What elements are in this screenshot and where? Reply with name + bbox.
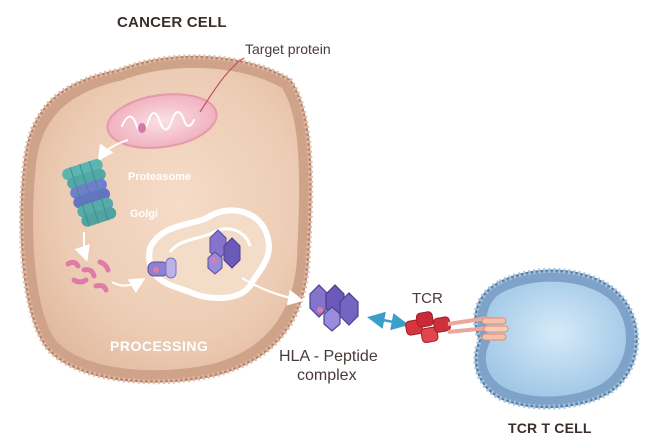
golgi-icon: [146, 207, 272, 302]
tcr-icon: [405, 311, 509, 344]
target-protein-label: Target protein: [245, 41, 331, 57]
tcr-t-cell: [472, 267, 640, 410]
proteasome-icon: [62, 159, 117, 227]
hla-peptide-label-line2: complex: [297, 367, 357, 384]
t-cell-cytoplasm: [485, 281, 626, 397]
peptide-fragments-icon: [65, 259, 111, 293]
proteasome-label: Proteasome: [128, 171, 191, 183]
processing-label: PROCESSING: [110, 338, 209, 354]
hla-peptide-complex-icon: [309, 284, 359, 332]
hla-peptide-label-line1: HLA - Peptide: [279, 348, 378, 365]
tcr-t-cell-title: TCR T CELL: [508, 420, 592, 436]
cancer-cell-title: CANCER CELL: [117, 14, 227, 31]
tcr-label: TCR: [412, 290, 443, 307]
target-protein-icon: [106, 93, 218, 149]
target-protein-pointer: [199, 57, 245, 113]
interaction-arrow-icon: [367, 311, 409, 331]
golgi-label: Golgi: [130, 208, 159, 220]
